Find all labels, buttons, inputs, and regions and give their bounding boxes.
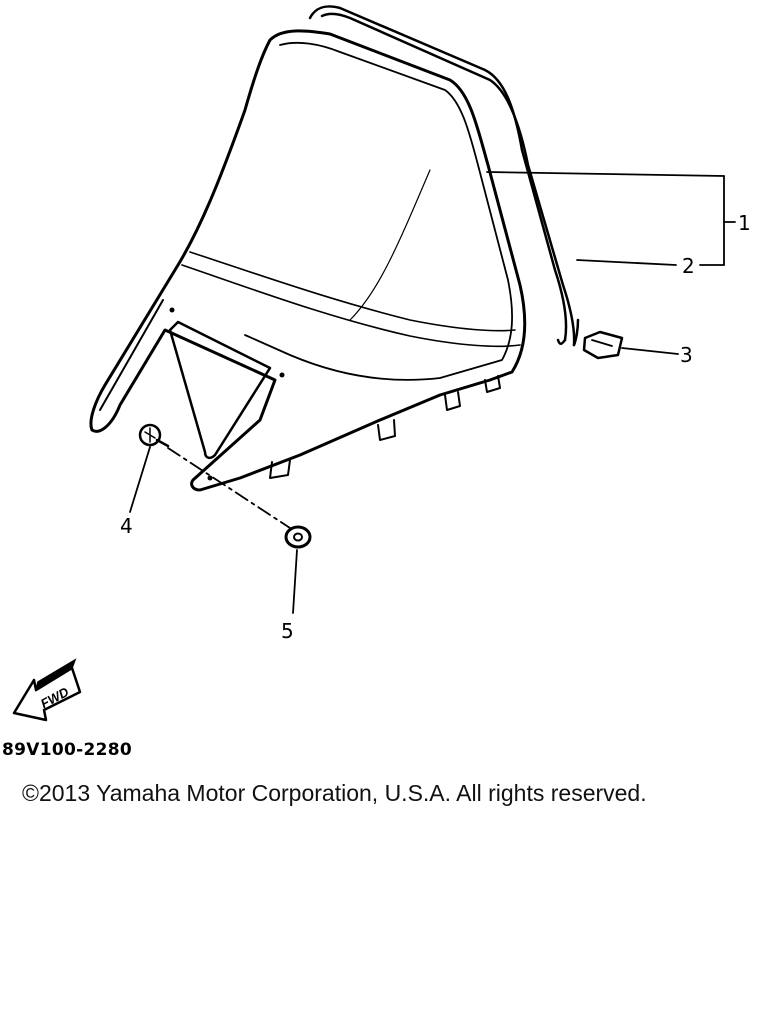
callout-4: 4 [120,514,133,538]
clip-part-3 [582,330,624,360]
callout-3: 3 [680,343,693,367]
fwd-arrow-icon: FWD [12,658,82,722]
copyright-notice: ©2013 Yamaha Motor Corporation, U.S.A. A… [22,780,647,806]
callout-5: 5 [281,619,294,643]
leader-lines [129,171,736,614]
callout-2: 2 [682,254,695,278]
part-code: 89V100-2280 [2,740,132,760]
trim-strip-part-2 [308,5,580,347]
windshield-parts-diagram: 1 2 3 4 5 FWD [12,5,751,722]
callout-1: 1 [738,211,751,235]
screw-part-4 [138,423,170,448]
windshield-part-1 [89,29,527,492]
grommet-part-5 [284,525,312,549]
assembly-line [167,447,291,529]
